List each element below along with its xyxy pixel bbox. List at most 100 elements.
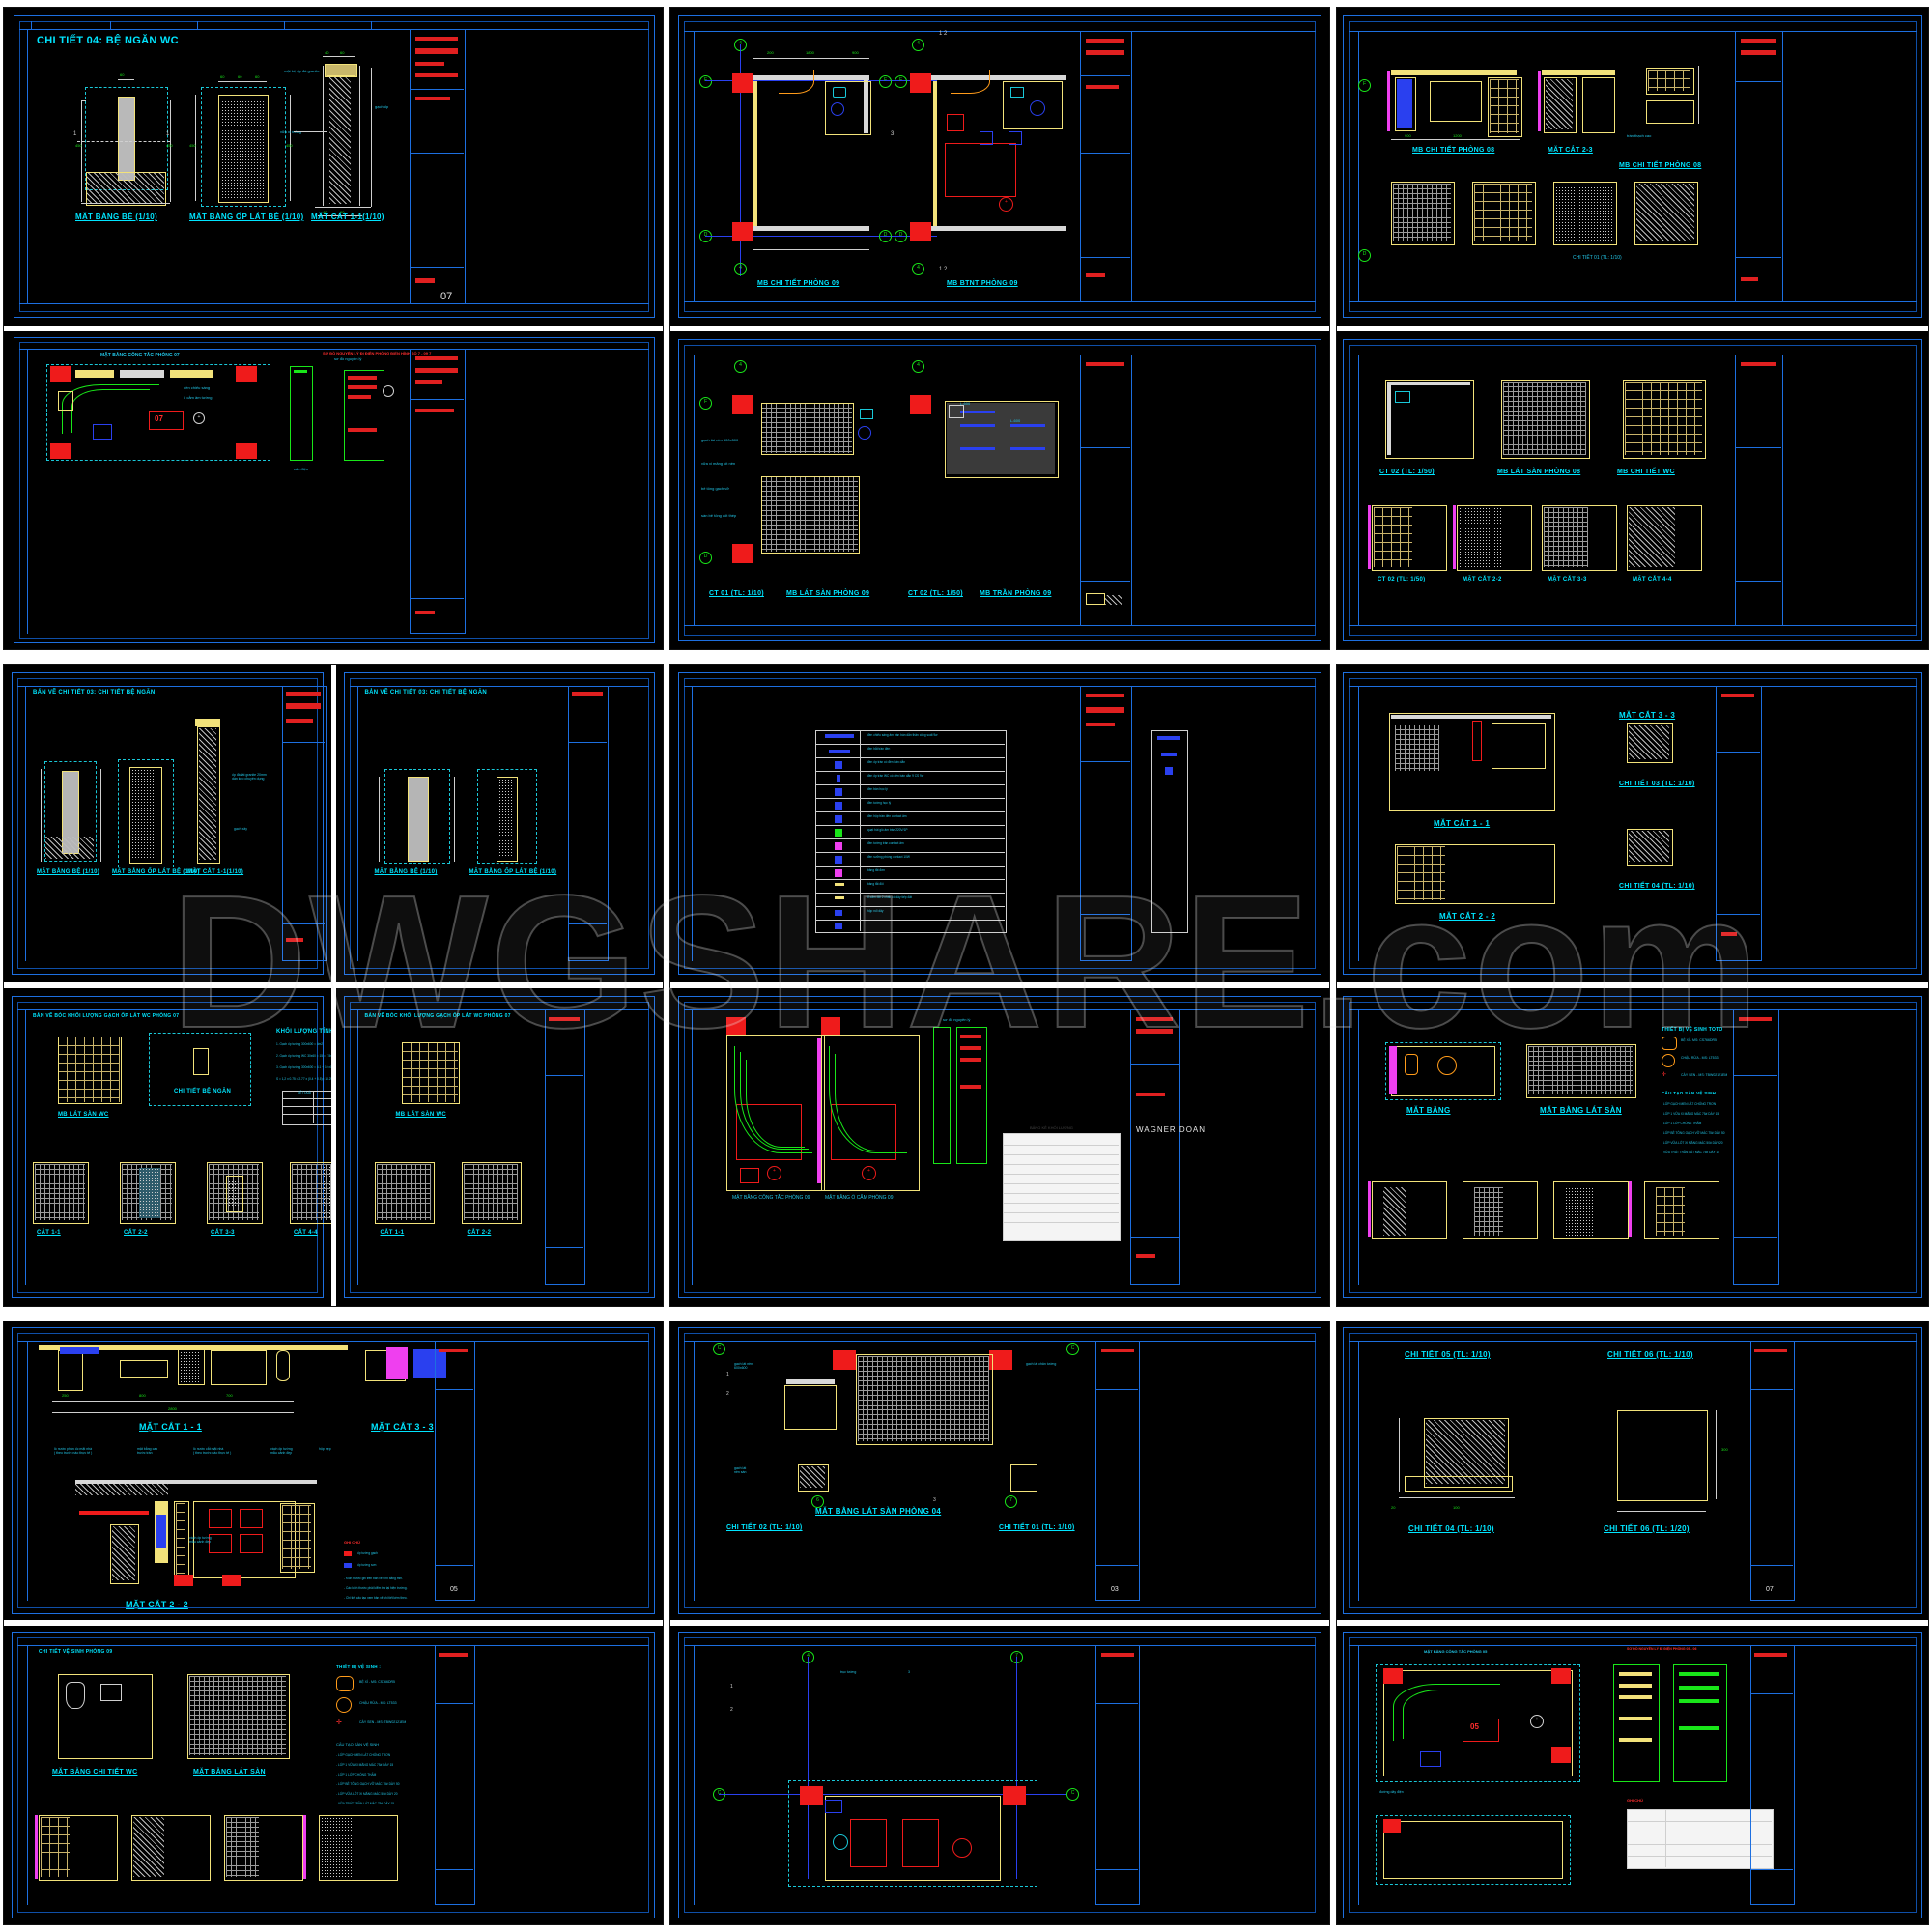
note-text: mặt bệ ốp đá granite bbox=[284, 69, 320, 73]
pane-title: BẢN VẼ BÓC KHỐI LƯỢNG GẠCH ỐP LÁT WC PHÒ… bbox=[33, 1013, 180, 1019]
note-line: - LỚP 1 VỮA XI MĂNG MÁC 75# DÀY 15 bbox=[1662, 1112, 1719, 1116]
view-label: CHI TIẾT 04 (TL: 1/10) bbox=[1619, 883, 1695, 890]
sheet-number: 07 bbox=[1766, 1586, 1774, 1593]
view-label: MẶT CẮT 2 - 2 bbox=[1439, 912, 1496, 921]
view-label: MẶT CẮT 3 - 3 bbox=[1619, 711, 1676, 720]
drawing-cell-2[interactable]: 4 F D 200 1800 bbox=[667, 0, 1333, 657]
view-label: MẶT BẰNG LÁT SÀN bbox=[193, 1769, 266, 1776]
view-label: CẮT 1-1 bbox=[37, 1230, 61, 1236]
view-label: MẶT BẰNG BỆ (1/10) bbox=[75, 213, 157, 221]
view-label: MẶT BẰNG CÔNG TẮC PHÒNG 09 bbox=[732, 1195, 810, 1201]
note-line: - LỚP BÊ TÔNG GẠCH VỠ MÁC 75# DÀY 50 bbox=[1662, 1131, 1725, 1135]
pane-title: CHI TIẾT 04: BỆ NGĂN WC bbox=[37, 35, 179, 46]
view-label: CHI TIẾT 06 (TL: 1/10) bbox=[1607, 1350, 1693, 1359]
note-title: GHI CHÚ bbox=[1627, 1798, 1643, 1803]
view-label: MB LÁT SÀN PHÒNG 08 bbox=[1497, 469, 1581, 475]
note-line: - LỚP VỮA LÓT XI MĂNG MÁC 50# DÀY 20 bbox=[1662, 1141, 1723, 1145]
drawing-pane-1a[interactable]: CHI TIẾT 04: BỆ NGĂN WC 60 450 450 1 bbox=[4, 8, 663, 326]
drawing-pane-6a[interactable]: MẶT CẮT 1 - 1 MẶT CẮT 2 - 2 MẶT CẮT 3 - … bbox=[1337, 665, 1928, 982]
drawing-cell-1[interactable]: CHI TIẾT 04: BỆ NGĂN WC 60 450 450 1 bbox=[0, 0, 667, 657]
drawing-pane-8b[interactable]: 4 7 C C 1 2 bbox=[670, 1626, 1329, 1924]
view-label: MẶT BẰNG LÁT SÀN bbox=[1540, 1106, 1622, 1115]
drawing-pane-9b[interactable]: MẶT BẰNG CÔNG TẮC PHÒNG 05 SƠ ĐỒ NGUYÊN … bbox=[1337, 1626, 1928, 1924]
pane-title: MẶT BẰNG CÔNG TẮC PHÒNG 05 bbox=[1424, 1649, 1488, 1654]
view-label: MẶT CẮT 1-1(1/10) bbox=[187, 869, 244, 875]
view-label: CT 02 (TL: 1/50) bbox=[908, 590, 963, 597]
equipment-title: THIẾT BỊ VỆ SINH : bbox=[336, 1664, 382, 1669]
note-line: - LỚP GẠCH MEN LÁT CHỐNG TRƠN bbox=[1662, 1102, 1717, 1106]
note-text: vữa xi măng bbox=[280, 129, 302, 134]
drawing-pane-5a[interactable]: đèn chiếu sáng âm trần bán dẫn thân công… bbox=[670, 665, 1329, 982]
view-label: MẶT BẰNG ỐP LÁT BỆ (1/10) bbox=[469, 869, 557, 875]
view-label: MB CHI TIẾT PHÒNG 08 bbox=[1412, 147, 1495, 154]
pane-subtitle: SƠ ĐỒ NGUYÊN LÝ ĐI ĐIỆN PHÒNG ĐIỂN HÌNH … bbox=[323, 351, 432, 355]
drawing-pane-2b[interactable]: 4 F D gạch lát nền 500x500 vữa xi măng l… bbox=[670, 331, 1329, 649]
drawing-pane-4b[interactable]: BẢN VẼ BÓC KHỐI LƯỢNG GẠCH ỐP LÁT WC PHÒ… bbox=[4, 988, 663, 1306]
view-label: CHI TIẾT 02 (TL: 1/10) bbox=[726, 1524, 803, 1531]
view-label: CẮT 1-1 bbox=[380, 1230, 405, 1236]
drawing-cell-6[interactable]: MẶT CẮT 1 - 1 MẶT CẮT 2 - 2 MẶT CẮT 3 - … bbox=[1333, 657, 1932, 1314]
calc-line: 2. Gạch ốp tường WC 30x60 = 15 = 7.5m2 bbox=[276, 1054, 331, 1058]
view-label: MB LÁT SÀN WC bbox=[395, 1112, 447, 1118]
drawing-pane-9a[interactable]: CHI TIẾT 05 (TL: 1/10) CHI TIẾT 06 (TL: … bbox=[1337, 1321, 1928, 1620]
drawing-cell-5[interactable]: đèn chiếu sáng âm trần bán dẫn thân công… bbox=[667, 657, 1333, 1314]
view-label: MB LÁT SÀN WC bbox=[58, 1112, 109, 1118]
company-name: WAGNER DOAN bbox=[1136, 1125, 1207, 1134]
drawing-cell-4[interactable]: BẢN VẼ CHI TIẾT 03: CHI TIẾT BỆ NGĂN MẶT… bbox=[0, 657, 667, 1314]
view-label: CHI TIẾT 05 (TL: 1/10) bbox=[1405, 1350, 1491, 1359]
drawing-pane-7b[interactable]: CHI TIẾT VỆ SINH PHÒNG 09 MẶT BẰNG CHI T… bbox=[4, 1626, 663, 1924]
view-label: MB BTNT PHÒNG 09 bbox=[947, 280, 1018, 287]
view-label: MẶT BẰNG ỐP LÁT BỆ (1/10) bbox=[189, 213, 304, 221]
drawing-cell-7[interactable]: 250 800 700 2800 MẶT CẮT 1 - 1 MẶT CẮT 3… bbox=[0, 1314, 667, 1932]
drawing-cell-3[interactable]: F D 900 1200 MB CHI TIẾT PHÒNG 08 bbox=[1333, 0, 1932, 657]
view-label: CHI TIẾT 04 (TL: 1/10) bbox=[1408, 1524, 1494, 1533]
sheet-number: 07 bbox=[440, 291, 453, 302]
pane-subtitle: SƠ ĐỒ NGUYÊN LÝ ĐI ĐIỆN PHÒNG 05 - 06 bbox=[1627, 1647, 1697, 1651]
drawing-pane-1b[interactable]: MẶT BẰNG CÔNG TẮC PHÒNG 07 SƠ ĐỒ NGUYÊN … bbox=[4, 331, 663, 649]
equipment-row: CHẬU RỬA - MS: LT533 bbox=[1681, 1056, 1719, 1060]
drawing-pane-2a[interactable]: 4 F D 200 1800 bbox=[670, 8, 1329, 326]
view-label: MB CHI TIẾT PHÒNG 09 bbox=[757, 280, 840, 287]
view-label: CHI TIẾT 03 (TL: 1/10) bbox=[1619, 781, 1695, 787]
sheet-number: 03 bbox=[1111, 1586, 1119, 1593]
view-label: CHI TIẾT BỆ NGĂN bbox=[174, 1089, 232, 1094]
view-label: MẶT BẰNG bbox=[1406, 1106, 1451, 1115]
view-label: CHI TIẾT 06 (TL: 1/20) bbox=[1604, 1524, 1690, 1533]
view-label: CẮT 4-4 bbox=[294, 1230, 318, 1236]
view-label: MẶT BẰNG LÁT SÀN PHÒNG 04 bbox=[815, 1507, 942, 1516]
drawing-pane-5b[interactable]: + MẶT BẰNG CÔNG TẮC PHÒNG 09 + MẶT BẰNG … bbox=[670, 988, 1329, 1306]
view-label: CHI TIẾT 01 (TL: 1/10) bbox=[999, 1524, 1075, 1531]
equipment-row: BỆ XÍ - MS: CS766DR5 bbox=[1681, 1038, 1717, 1042]
calc-line: S = 1,2 x 0.75 = 2.77 x (0.4 + 0.5)= 10.… bbox=[276, 1077, 331, 1081]
view-label: MB LÁT SÀN PHÒNG 09 bbox=[786, 590, 870, 597]
view-label: MẶT BẰNG BỆ (1/10) bbox=[374, 869, 438, 875]
view-label: MẶT BẰNG CHI TIẾT WC bbox=[52, 1769, 138, 1776]
note-title: CẤU TẠO SÀN VỆ SINH bbox=[1662, 1091, 1717, 1095]
drawing-pane-3a[interactable]: F D 900 1200 MB CHI TIẾT PHÒNG 08 bbox=[1337, 8, 1928, 326]
view-label: CT 01 (TL: 1/10) bbox=[709, 590, 764, 597]
drawing-pane-6b[interactable]: MẶT BẰNG MẶT BẰNG LÁT SÀN THIẾT BỊ VỆ SI… bbox=[1337, 988, 1928, 1306]
calc-title: KHỐI LƯỢNG TÍNH TOÁN bbox=[276, 1029, 331, 1035]
view-label: MẶT CẮT 1 - 1 bbox=[1434, 819, 1491, 828]
calc-line: 3. Gạch ốp tường 300x600 = 4.1 + 10 x0.3… bbox=[276, 1065, 331, 1069]
pane-title: MẶT BẰNG CÔNG TẮC PHÒNG 07 bbox=[100, 353, 180, 358]
view-label: MẶT BẰNG Ổ CẮM PHÒNG 09 bbox=[825, 1195, 894, 1201]
equipment-row: CÂY SEN - MS: TBW02121EM bbox=[1681, 1073, 1728, 1077]
drawing-cell-9[interactable]: CHI TIẾT 05 (TL: 1/10) CHI TIẾT 06 (TL: … bbox=[1333, 1314, 1932, 1932]
note-line: - VỮA TRÁT TRẦN LÁT MÁC 75# DÀY 15 bbox=[1662, 1151, 1720, 1154]
view-label: MẶT BẰNG ỐP LÁT BỆ (1/10) bbox=[112, 869, 200, 875]
view-label: CT 02 (TL: 1/50) bbox=[1379, 469, 1435, 475]
view-label: MẶT CẮT 1 - 1 bbox=[139, 1422, 202, 1432]
view-label: CẮT 3-3 bbox=[211, 1230, 235, 1236]
view-label: MẶT CẮT 2 - 2 bbox=[126, 1600, 188, 1609]
drawing-pane-7a[interactable]: 250 800 700 2800 MẶT CẮT 1 - 1 MẶT CẮT 3… bbox=[4, 1321, 663, 1620]
drawing-pane-3b[interactable]: CT 02 (TL: 1/50) MB LÁT SÀN PHÒNG 08 MB … bbox=[1337, 331, 1928, 649]
calc-line: 1. Gạch ốp tường 300x600 = 4m2 bbox=[276, 1042, 324, 1046]
pane-title: BẢN VẼ BÓC KHỐI LƯỢNG GẠCH ỐP LÁT WC PHÒ… bbox=[364, 1013, 511, 1019]
drawing-pane-4a[interactable]: BẢN VẼ CHI TIẾT 03: CHI TIẾT BỆ NGĂN MẶT… bbox=[4, 665, 663, 982]
view-label: MB TRẦN PHÒNG 09 bbox=[980, 590, 1052, 597]
